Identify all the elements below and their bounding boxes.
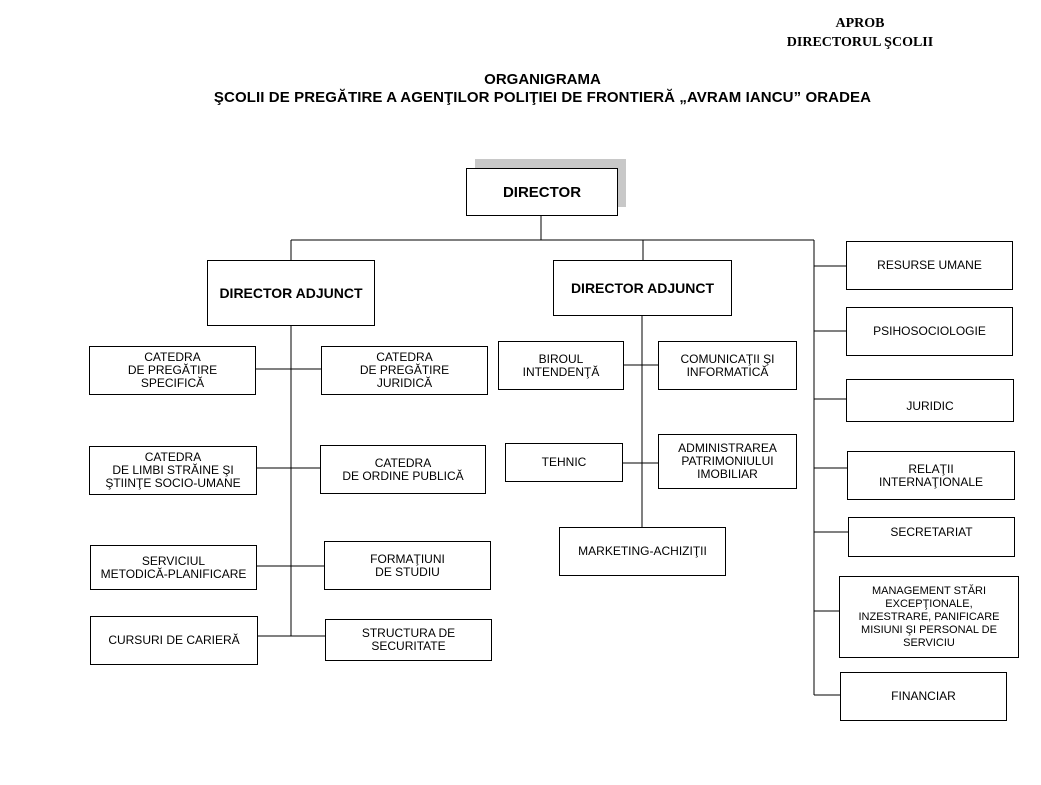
- secretariat-box: SECRETARIAT: [848, 517, 1015, 557]
- page-subtitle: ŞCOLII DE PREGĂTIRE A AGENŢILOR POLIŢIEI…: [213, 89, 872, 106]
- approval-block: APROB DIRECTORUL ŞCOLII: [770, 14, 950, 52]
- administrarea-box: ADMINISTRAREA PATRIMONIULUI IMOBILIAR: [658, 434, 797, 489]
- biroul-intendenta-label: BIROUL INTENDENŢĂ: [522, 351, 600, 379]
- page-title: ORGANIGRAMA: [484, 71, 601, 88]
- marketing-label: MARKETING-ACHIZIŢII: [578, 544, 707, 558]
- cursuri-box: CURSURI DE CARIERĂ: [90, 616, 258, 665]
- catedra-juridica-label: CATEDRA DE PREGĂTIRE JURIDICĂ: [359, 350, 450, 390]
- deputy-center-box: DIRECTOR ADJUNCT: [553, 260, 732, 316]
- cursuri-label: CURSURI DE CARIERĂ: [108, 633, 240, 647]
- catedra-limbi-label: CATEDRA DE LIMBI STRĂINE ŞI ŞTIINŢE SOCI…: [105, 450, 241, 490]
- secretariat-label: SECRETARIAT: [890, 525, 973, 539]
- psihosociologie-label: PSIHOSOCIOLOGIE: [873, 324, 986, 338]
- management-label: MANAGEMENT STĂRI EXCEPŢIONALE, INZESTRAR…: [858, 584, 1000, 649]
- approval-line-2: DIRECTORUL ŞCOLII: [786, 35, 934, 50]
- juridic-box: JURIDIC: [846, 379, 1014, 422]
- formatiuni-box: FORMAŢIUNI DE STUDIU: [324, 541, 491, 590]
- formatiuni-label: FORMAŢIUNI DE STUDIU: [370, 551, 445, 579]
- resurse-umane-box: RESURSE UMANE: [846, 241, 1013, 290]
- tehnic-box: TEHNIC: [505, 443, 623, 482]
- administrarea-label: ADMINISTRAREA PATRIMONIULUI IMOBILIAR: [678, 441, 777, 481]
- catedra-specifica-box: CATEDRA DE PREGĂTIRE SPECIFICĂ: [89, 346, 256, 395]
- director-label: DIRECTOR: [502, 183, 582, 201]
- approval-line-1: APROB: [835, 16, 885, 31]
- management-box: MANAGEMENT STĂRI EXCEPŢIONALE, INZESTRAR…: [839, 576, 1019, 658]
- financiar-box: FINANCIAR: [840, 672, 1007, 721]
- comunicatii-box: COMUNICAŢII ŞI INFORMATICĂ: [658, 341, 797, 390]
- catedra-specifica-label: CATEDRA DE PREGĂTIRE SPECIFICĂ: [127, 350, 218, 390]
- comunicatii-label: COMUNICAŢII ŞI INFORMATICĂ: [680, 351, 775, 379]
- catedra-juridica-box: CATEDRA DE PREGĂTIRE JURIDICĂ: [321, 346, 488, 395]
- serviciul-metodica-label: SERVICIUL METODICĂ-PLANIFICARE: [100, 553, 247, 581]
- deputy-center-label: DIRECTOR ADJUNCT: [570, 279, 715, 296]
- director-box: DIRECTOR: [466, 168, 618, 216]
- financiar-label: FINANCIAR: [891, 689, 956, 703]
- catedra-ordine-label: CATEDRA DE ORDINE PUBLICĂ: [342, 455, 464, 483]
- serviciul-metodica-box: SERVICIUL METODICĂ-PLANIFICARE: [90, 545, 257, 590]
- relatii-label: RELAŢII INTERNAŢIONALE: [878, 461, 983, 489]
- catedra-ordine-box: CATEDRA DE ORDINE PUBLICĂ: [320, 445, 486, 494]
- psihosociologie-box: PSIHOSOCIOLOGIE: [846, 307, 1013, 356]
- juridic-label: JURIDIC: [906, 399, 954, 413]
- biroul-intendenta-box: BIROUL INTENDENŢĂ: [498, 341, 624, 390]
- deputy-left-box: DIRECTOR ADJUNCT: [207, 260, 375, 326]
- relatii-box: RELAŢII INTERNAŢIONALE: [847, 451, 1015, 500]
- resurse-umane-label: RESURSE UMANE: [877, 258, 982, 272]
- marketing-box: MARKETING-ACHIZIŢII: [559, 527, 726, 576]
- deputy-left-label: DIRECTOR ADJUNCT: [219, 284, 363, 301]
- structura-securitate-box: STRUCTURA DE SECURITATE: [325, 619, 492, 661]
- tehnic-label: TEHNIC: [541, 455, 587, 469]
- structura-securitate-label: STRUCTURA DE SECURITATE: [361, 626, 456, 653]
- catedra-limbi-box: CATEDRA DE LIMBI STRĂINE ŞI ŞTIINŢE SOCI…: [89, 446, 257, 495]
